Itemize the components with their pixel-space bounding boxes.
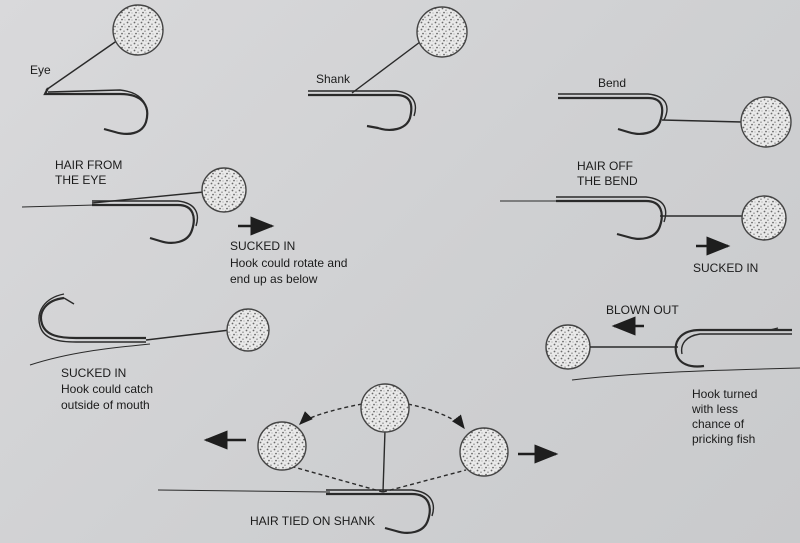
hook-bend (558, 96, 664, 135)
label-sucked-in-line2: end up as below (230, 272, 318, 286)
label-shank: Shank (316, 72, 351, 86)
label-hair-off-bend-2: THE BEND (577, 174, 638, 188)
hook-sucked-in-left-diagram (21, 167, 247, 244)
label-hair-tied-on-shank: HAIR TIED ON SHANK (250, 514, 376, 528)
hook-tied-on-shank-diagram (157, 383, 509, 534)
bait-ball (545, 324, 591, 370)
label-hook-turned-4: pricking fish (692, 432, 756, 446)
hair-dashed-left (289, 465, 384, 493)
hook-eye (43, 87, 149, 135)
bait-ball (360, 383, 410, 433)
label-sucked-in-catch-line2: outside of mouth (61, 398, 150, 412)
bait-ball (201, 167, 247, 213)
label-sucked-in-title: SUCKED IN (230, 239, 296, 253)
hook-turned (674, 328, 792, 368)
label-sucked-in-catch-title: SUCKED IN (61, 366, 127, 380)
swing-arc-right (407, 403, 465, 430)
hook-sucked-in-right-diagram (500, 195, 787, 241)
label-blown-out: BLOWN OUT (606, 303, 679, 317)
hook-sucked-in (556, 199, 663, 240)
hook-eye-diagram (43, 4, 164, 135)
hair-line-shank (351, 41, 421, 94)
label-sucked-in-catch-line1: Hook could catch (61, 382, 154, 396)
label-hair-from-eye-1: HAIR FROM (55, 158, 123, 172)
bait-ball (257, 421, 307, 471)
label-hair-from-eye-2: THE EYE (55, 173, 107, 187)
label-hook-turned-3: chance of (692, 417, 745, 431)
hook-sucked-in (92, 203, 195, 244)
bait-ball (226, 308, 270, 352)
swing-arc-left (299, 403, 363, 425)
label-bend: Bend (598, 76, 627, 90)
label-sucked-in-line1: Hook could rotate and (230, 256, 348, 270)
bait-ball (740, 96, 792, 148)
label-hair-off-bend-1: HAIR OFF (577, 159, 633, 173)
label-sucked-in-right: SUCKED IN (693, 261, 759, 275)
bait-ball (459, 427, 509, 477)
hook-shank (308, 93, 413, 131)
hook-blown-out-diagram (545, 324, 800, 381)
label-hook-turned-2: with less (692, 402, 739, 416)
hook-rotated-diagram (29, 293, 270, 366)
bait-ball (741, 195, 787, 241)
hook-rotated (39, 296, 146, 340)
label-hook-turned-1: Hook turned (692, 387, 758, 401)
hair-line-bend (661, 119, 743, 123)
hair-dashed-right (382, 469, 467, 493)
hook-tied-shank (326, 492, 431, 534)
bait-ball (416, 6, 468, 58)
label-eye: Eye (30, 63, 51, 77)
hair-line-eye (45, 39, 119, 91)
hook-shank-diagram (308, 6, 468, 131)
hair-line (382, 429, 386, 493)
hook-bend-diagram (558, 93, 792, 148)
hair-line (145, 329, 231, 341)
bait-ball (112, 4, 164, 56)
hair-line (91, 191, 205, 204)
